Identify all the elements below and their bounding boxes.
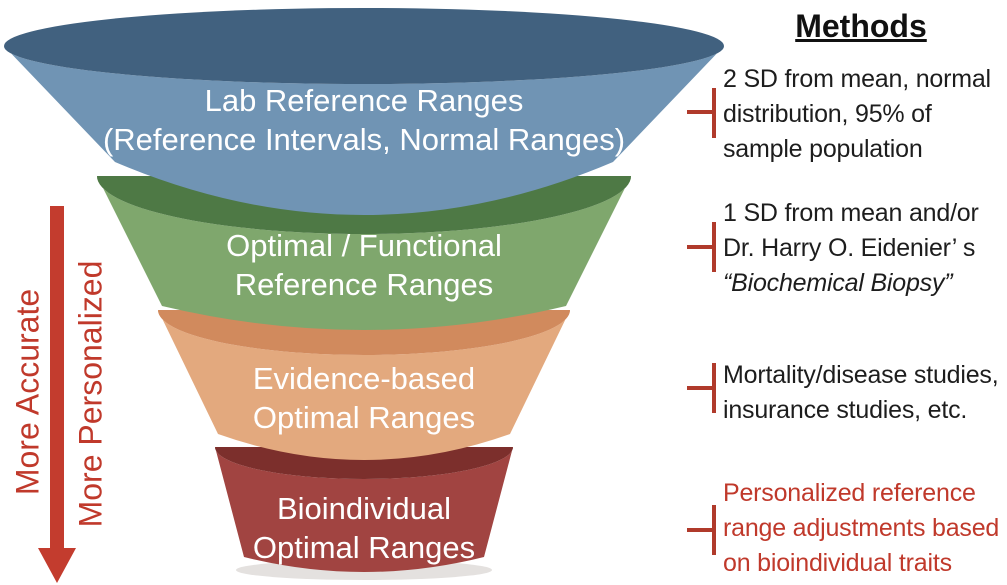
tier-label-line: (Reference Intervals, Normal Ranges) xyxy=(102,122,626,157)
tier-label-line: Evidence-based xyxy=(252,361,476,396)
tier-label-line: Optimal Ranges xyxy=(252,530,476,565)
tier-body xyxy=(97,176,631,330)
tier-label-line: Optimal Ranges xyxy=(252,400,476,435)
method-tick-icon xyxy=(687,222,716,272)
tier-label-optimal-functional: Optimal / Functional Reference Ranges xyxy=(226,226,502,304)
method-tick-icon xyxy=(687,88,716,138)
method-entry-evidence-based: Mortality/disease studies, insurance stu… xyxy=(723,358,1007,428)
method-line: range adjustments based xyxy=(723,514,1000,542)
tier-label-bioindividual: Bioindividual Optimal Ranges xyxy=(253,489,475,567)
tier-label-evidence-based: Evidence-based Optimal Ranges xyxy=(253,359,475,437)
method-entry-lab-reference: 2 SD from mean, normal distribution, 95%… xyxy=(723,62,1007,167)
method-line: sample population xyxy=(723,135,923,163)
tier-label-line: Reference Ranges xyxy=(234,267,494,302)
tier-label-line: Lab Reference Ranges xyxy=(204,83,524,118)
method-line: Dr. Harry O. Eidenier’ s xyxy=(723,234,976,262)
downward-arrow-icon xyxy=(38,206,76,583)
tier-body xyxy=(158,310,570,460)
axis-label-more-accurate: More Accurate xyxy=(9,288,46,496)
method-entry-bioindividual: Personalized reference range adjustments… xyxy=(723,476,1007,581)
tier-label-line: Bioindividual xyxy=(276,491,452,526)
method-line: Personalized reference xyxy=(723,479,976,507)
axis-label-more-personalized: More Personalized xyxy=(72,260,109,528)
method-tick-icon xyxy=(687,363,716,413)
method-line: distribution, 95% of xyxy=(723,100,932,128)
method-tick-icon xyxy=(687,505,716,555)
tier-label-line: Optimal / Functional xyxy=(226,228,502,263)
tier-label-lab-reference: Lab Reference Ranges (Reference Interval… xyxy=(103,81,625,159)
methods-title: Methods xyxy=(795,8,927,44)
method-line: insurance studies, etc. xyxy=(723,396,968,424)
funnel-tier-bioindividual xyxy=(215,447,513,572)
tier-body xyxy=(4,46,724,215)
method-line: Mortality/disease studies, xyxy=(723,361,999,389)
tier-rim xyxy=(4,8,724,84)
method-line-book-title: “Biochemical Biopsy” xyxy=(723,269,953,297)
funnel-tier-lab-reference xyxy=(4,8,724,215)
tier-rim xyxy=(215,447,513,479)
method-entry-optimal-functional: 1 SD from mean and/or Dr. Harry O. Eiden… xyxy=(723,196,1007,301)
method-line: on bioindividual traits xyxy=(723,549,952,577)
method-line: 2 SD from mean, normal xyxy=(723,65,991,93)
tier-body xyxy=(215,447,513,572)
method-line: 1 SD from mean and/or xyxy=(723,199,979,227)
